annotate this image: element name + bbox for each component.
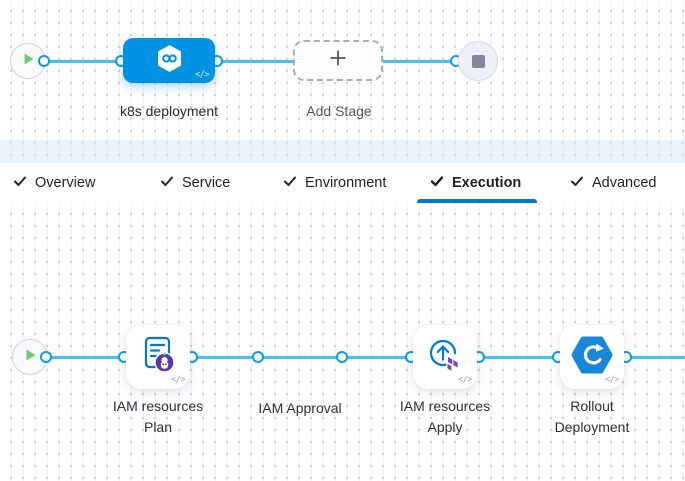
tab-label: Environment	[305, 175, 387, 191]
terraform-plan-document-icon	[139, 335, 177, 380]
tab-label: Overview	[35, 175, 96, 191]
pipeline-end-node	[458, 41, 498, 81]
plus-icon	[328, 48, 348, 73]
step-node-iam-resources-plan[interactable]: </>	[126, 325, 190, 389]
code-view-icon[interactable]: </>	[195, 70, 209, 80]
stage-tabs: Overview Service Environment Execution A…	[0, 163, 685, 203]
add-stage-label: Add Stage	[306, 103, 372, 119]
rollout-deployment-hexagon-icon	[571, 336, 613, 379]
step-label: IAM resources Apply	[399, 398, 491, 435]
tab-environment[interactable]: Environment	[283, 163, 386, 203]
play-icon	[23, 348, 37, 367]
stage-name-label: k8s deployment	[119, 103, 219, 119]
step-label: Rollout Deployment	[554, 398, 630, 435]
cd-hexagon-infinity-icon	[156, 44, 183, 78]
connector-port	[38, 55, 50, 67]
connector-port	[252, 351, 264, 363]
tab-overview[interactable]: Overview	[13, 163, 95, 203]
stage-node-k8s-deployment[interactable]: </>	[123, 38, 215, 83]
check-icon	[160, 175, 174, 191]
execution-canvas: </> IAM resources Plan IAM Approval	[0, 203, 685, 481]
check-icon	[570, 175, 584, 191]
stage-canvas: </> k8s deployment Add Stage	[0, 0, 685, 163]
execution-connector-line	[30, 356, 685, 359]
code-view-icon[interactable]: </>	[458, 375, 472, 385]
check-icon	[283, 175, 297, 191]
code-view-icon[interactable]: </>	[605, 375, 619, 385]
terraform-apply-arrow-icon	[425, 335, 465, 380]
play-icon	[21, 52, 35, 71]
step-label: IAM resources Plan	[112, 398, 204, 435]
connector-port	[40, 351, 52, 363]
add-stage-button[interactable]	[293, 40, 383, 81]
tab-label: Execution	[452, 175, 522, 191]
check-icon	[430, 175, 444, 191]
connector-port	[336, 351, 348, 363]
check-icon	[13, 175, 27, 191]
tab-execution[interactable]: Execution	[430, 163, 521, 203]
stop-icon	[471, 54, 485, 68]
stage-connector-line	[28, 60, 457, 63]
tab-advanced[interactable]: Advanced	[570, 163, 657, 203]
canvas-bottom-shade	[0, 140, 685, 163]
step-label: IAM Approval	[258, 400, 342, 416]
active-tab-underline	[417, 199, 537, 203]
tab-label: Service	[182, 175, 231, 191]
step-node-rollout-deployment[interactable]: </>	[560, 325, 624, 389]
step-node-iam-resources-apply[interactable]: </>	[413, 325, 477, 389]
tab-service[interactable]: Service	[160, 163, 230, 203]
code-view-icon[interactable]: </>	[171, 375, 185, 385]
tab-label: Advanced	[592, 175, 657, 191]
